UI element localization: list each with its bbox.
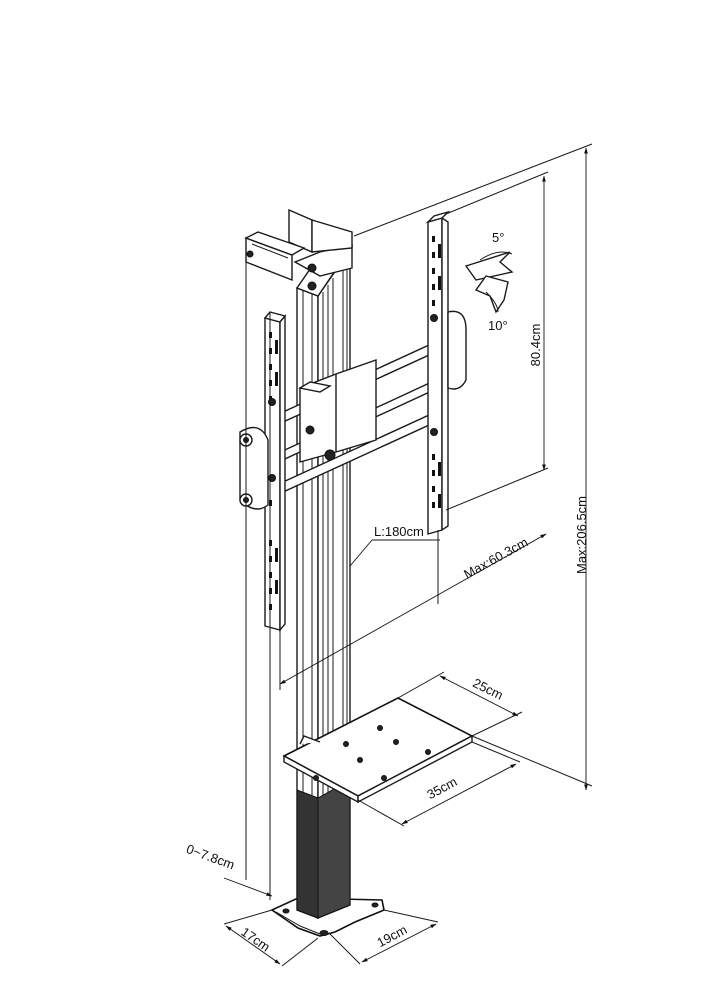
column (288, 208, 354, 920)
wall-gap-label: 0~7.8cm (184, 841, 236, 872)
tilt-down-label: 10° (488, 318, 508, 333)
column-length-label: L:180cm (374, 524, 424, 539)
mount-arms (269, 338, 441, 500)
shelf-width-label: 35cm (424, 774, 459, 802)
vesa-height-label: 80.4cm (528, 324, 543, 367)
right-vesa-rail (425, 210, 467, 535)
shelf-depth-label: 25cm (470, 675, 505, 702)
left-vesa-rail (239, 311, 287, 632)
base-depth-label: 17cm (238, 924, 273, 955)
base-width-label: 19cm (374, 922, 409, 950)
wall-bracket (244, 231, 317, 291)
height-max-label: Max:206.5cm (574, 496, 589, 574)
width-max-label: Max:60.3cm (461, 534, 530, 581)
tilt-up-label: 5° (492, 230, 504, 245)
dimension-lines (223, 143, 593, 967)
tilt-arrows-icon (464, 251, 514, 314)
